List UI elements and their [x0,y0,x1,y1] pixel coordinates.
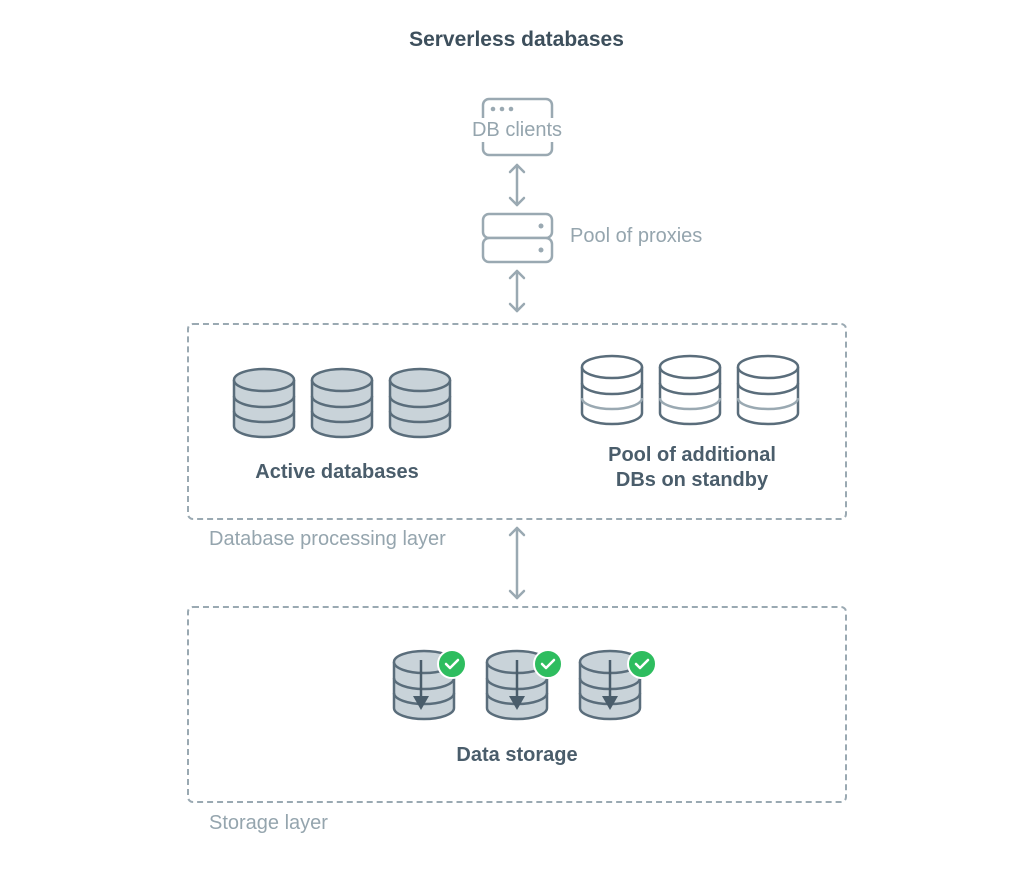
storage-database-icon [485,649,549,721]
check-badge-icon [533,649,563,679]
active-database-icon [310,367,374,439]
arrow-processing-storage [508,526,526,600]
standby-pool-label-line2: DBs on standby [615,469,769,491]
active-database-icon [388,367,452,439]
processing-layer-label: Database processing layer [209,528,446,550]
processing-layer-box [187,323,847,520]
server-icon [481,212,554,264]
standby-database-icon [580,354,644,426]
standby-pool-label: Pool of additional DBs on standby [572,443,812,493]
arrow-clients-proxies [508,163,526,207]
active-databases-label: Active databases [255,461,419,483]
check-badge-icon [437,649,467,679]
standby-database-icon [658,354,722,426]
pool-of-proxies-label: Pool of proxies [570,225,703,247]
db-clients-label: DB clients [467,118,567,142]
standby-database-icon [736,354,800,426]
storage-database-icon [578,649,642,721]
storage-layer-label: Storage layer [209,812,328,834]
diagram-title: Serverless databases [409,28,624,51]
check-badge-icon [627,649,657,679]
storage-layer-box [187,606,847,803]
arrow-proxies-processing [508,269,526,313]
active-database-icon [232,367,296,439]
standby-pool-label-line1: Pool of additional [608,444,776,466]
data-storage-label: Data storage [456,744,578,766]
